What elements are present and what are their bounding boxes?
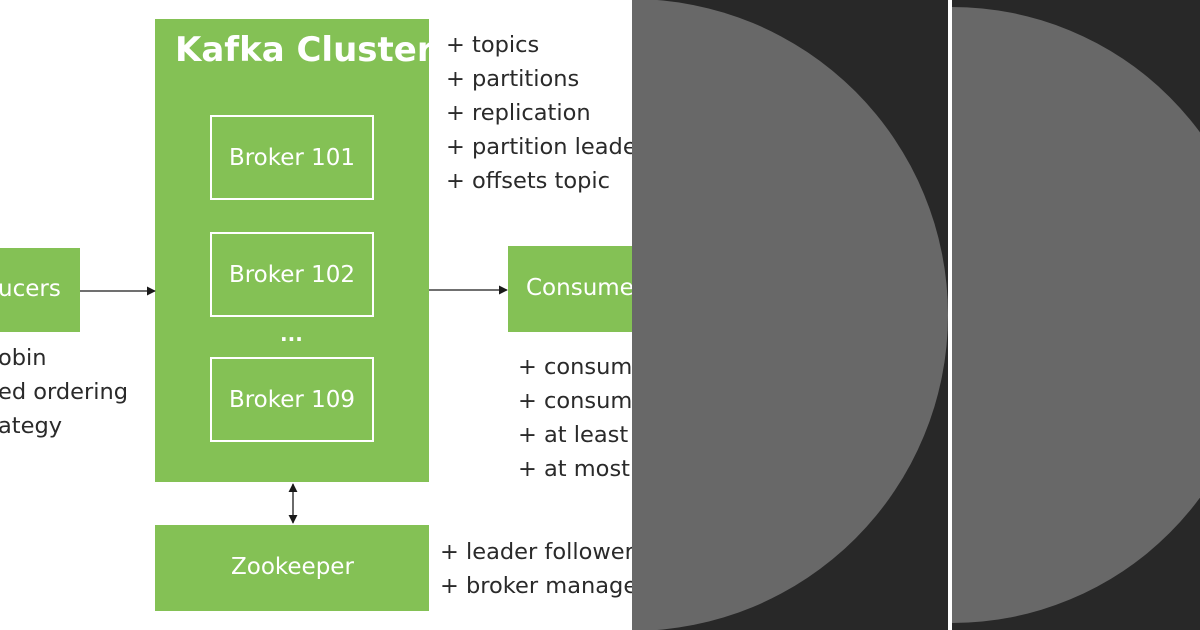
zookeeper-note: + broker manage <box>440 573 632 599</box>
producers-note: obin <box>0 345 47 371</box>
zookeeper-note: + leader follower <box>440 539 632 565</box>
kafka-cluster-title: Kafka Cluster <box>175 30 434 70</box>
consumers-note: + consum <box>518 354 632 380</box>
dark-panel <box>952 0 1200 630</box>
broker-box: Broker 109 <box>210 357 374 442</box>
half-circle-shape <box>952 7 1200 623</box>
kafka-cluster-box <box>155 19 429 482</box>
cluster-note: + replication <box>446 100 591 126</box>
cluster-note: + topics <box>446 32 540 58</box>
cluster-note: + partitions <box>446 66 580 92</box>
producers-note: ed ordering <box>0 379 129 405</box>
broker-box: Broker 101 <box>210 115 374 200</box>
broker-box: Broker 102 <box>210 232 374 317</box>
connector-arrows <box>80 285 508 524</box>
panel-divider <box>948 0 952 630</box>
consumers-note: + at most <box>518 456 630 482</box>
cluster-note: + partition leade <box>446 134 632 160</box>
zookeeper-box: Zookeeper <box>155 525 429 611</box>
zookeeper-label: Zookeeper <box>231 554 354 580</box>
broker-ellipsis: ... <box>280 322 303 346</box>
consumers-box: Consume <box>508 246 632 332</box>
kafka-architecture-diagram: ucers obin ed ordering ategy Kafka Clust… <box>0 19 632 611</box>
producers-label: ucers <box>0 276 61 302</box>
producers-box: ucers <box>0 248 80 332</box>
producers-note: ategy <box>0 413 63 439</box>
half-circle-shape <box>632 0 948 630</box>
consumers-label: Consume <box>526 275 632 301</box>
cluster-note: + offsets topic <box>446 168 611 194</box>
consumers-note: + consum <box>518 388 632 414</box>
consumers-note: + at least <box>518 422 629 448</box>
dark-panel <box>632 0 948 630</box>
